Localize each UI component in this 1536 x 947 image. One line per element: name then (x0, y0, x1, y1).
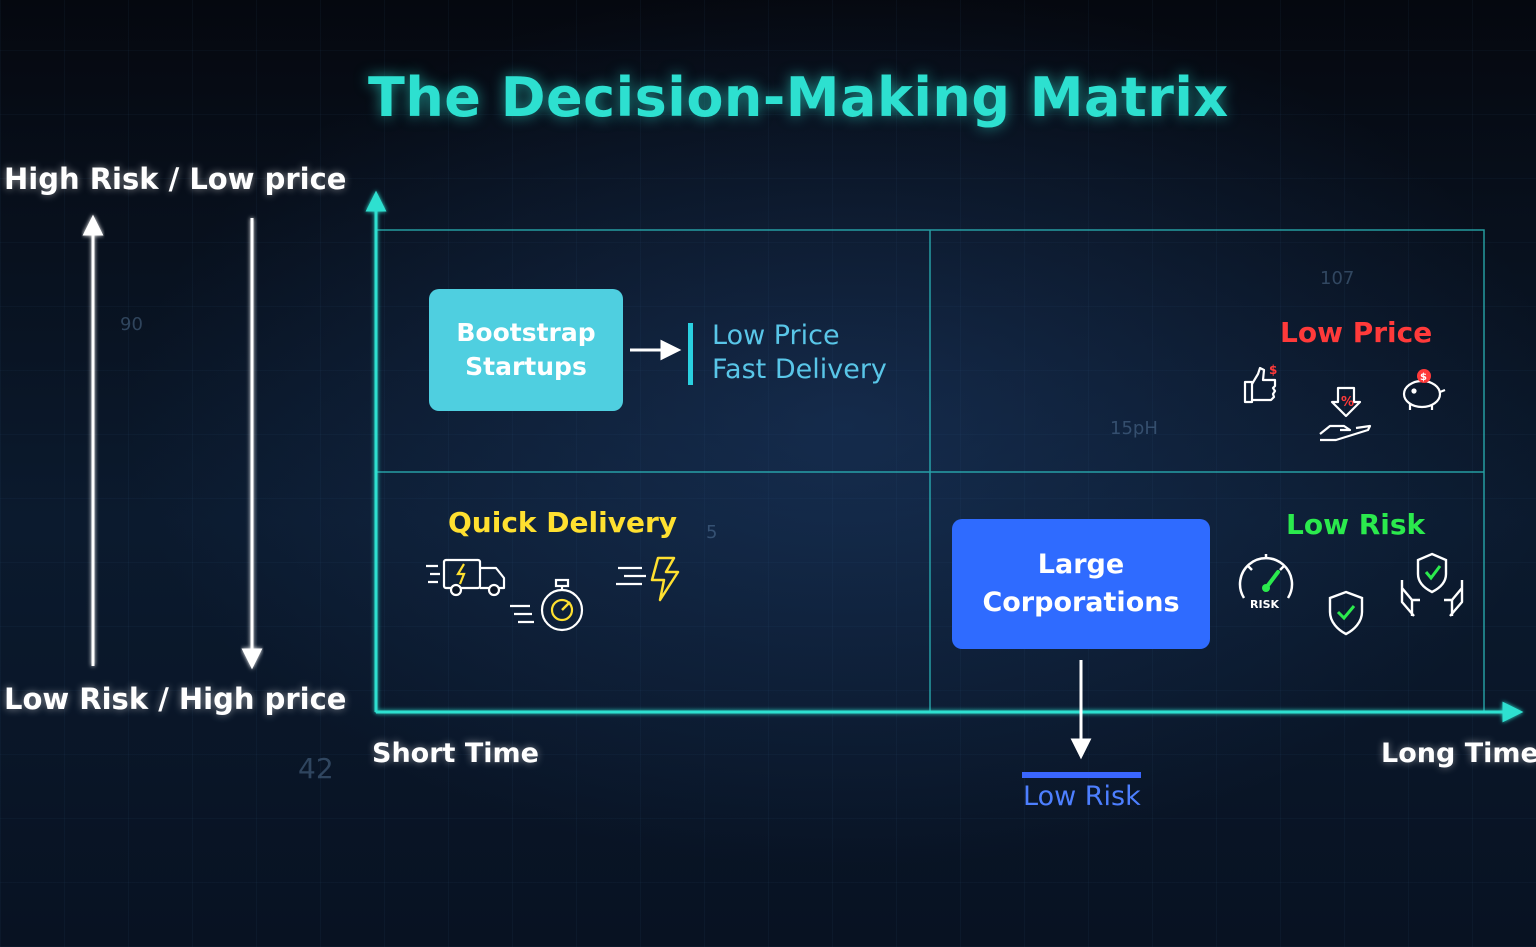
low-price-label: Low Price (1280, 316, 1433, 349)
note-low-price: Low Price (712, 320, 840, 351)
svg-text:%: % (1341, 395, 1354, 410)
stopwatch-icon (510, 578, 584, 632)
thumbs-up-dollar-icon: $ (1243, 364, 1277, 404)
note-fast-delivery: Fast Delivery (712, 354, 887, 385)
svg-text:$: $ (1269, 364, 1277, 377)
risk-gauge-icon: RISK (1238, 554, 1294, 611)
risk-gauge-text: RISK (1250, 598, 1279, 611)
hands-shield-icon (1400, 552, 1464, 617)
piggy-bank-icon: $ (1402, 369, 1446, 410)
x-axis-right-label: Long Time (1381, 738, 1536, 769)
delivery-truck-icon (426, 558, 506, 597)
x-axis-left-label: Short Time (372, 738, 539, 769)
y-axis-top-label: High Risk / Low price (4, 162, 347, 196)
large-corp-arrow (1070, 660, 1092, 760)
shield-check-icon (1328, 590, 1364, 636)
large-corp-line2: Corporations (982, 587, 1180, 618)
lightning-icon (616, 556, 680, 602)
background-number: 107 (1320, 268, 1355, 289)
y-axis-down-arrow (241, 218, 263, 670)
background-number: 90 (120, 314, 143, 335)
background-number: 15pH (1110, 418, 1158, 439)
low-risk-bottom-label: Low Risk (1023, 781, 1141, 812)
note-divider-bar (688, 323, 693, 385)
bootstrap-arrow (630, 339, 682, 361)
svg-text:$: $ (1420, 372, 1427, 383)
large-corp-line1: Large (1037, 549, 1125, 580)
low-risk-label: Low Risk (1286, 508, 1426, 541)
matrix-axes (365, 190, 1524, 723)
background-number: 42 (298, 752, 334, 785)
y-axis-bottom-label: Low Risk / High price (4, 682, 347, 716)
hand-discount-icon: % (1319, 386, 1372, 442)
page-title: The Decision-Making Matrix (368, 66, 1229, 129)
bootstrap-line1: Bootstrap (456, 318, 596, 347)
low-risk-underline-bar (1022, 772, 1141, 778)
quick-delivery-label: Quick Delivery (448, 506, 678, 539)
bootstrap-startups-box: Bootstrap Startups (429, 289, 623, 411)
large-corporations-box: Large Corporations (952, 519, 1210, 649)
background-number: 5 (706, 522, 718, 543)
bootstrap-line2: Startups (465, 352, 587, 381)
y-axis-up-arrow (82, 214, 104, 666)
